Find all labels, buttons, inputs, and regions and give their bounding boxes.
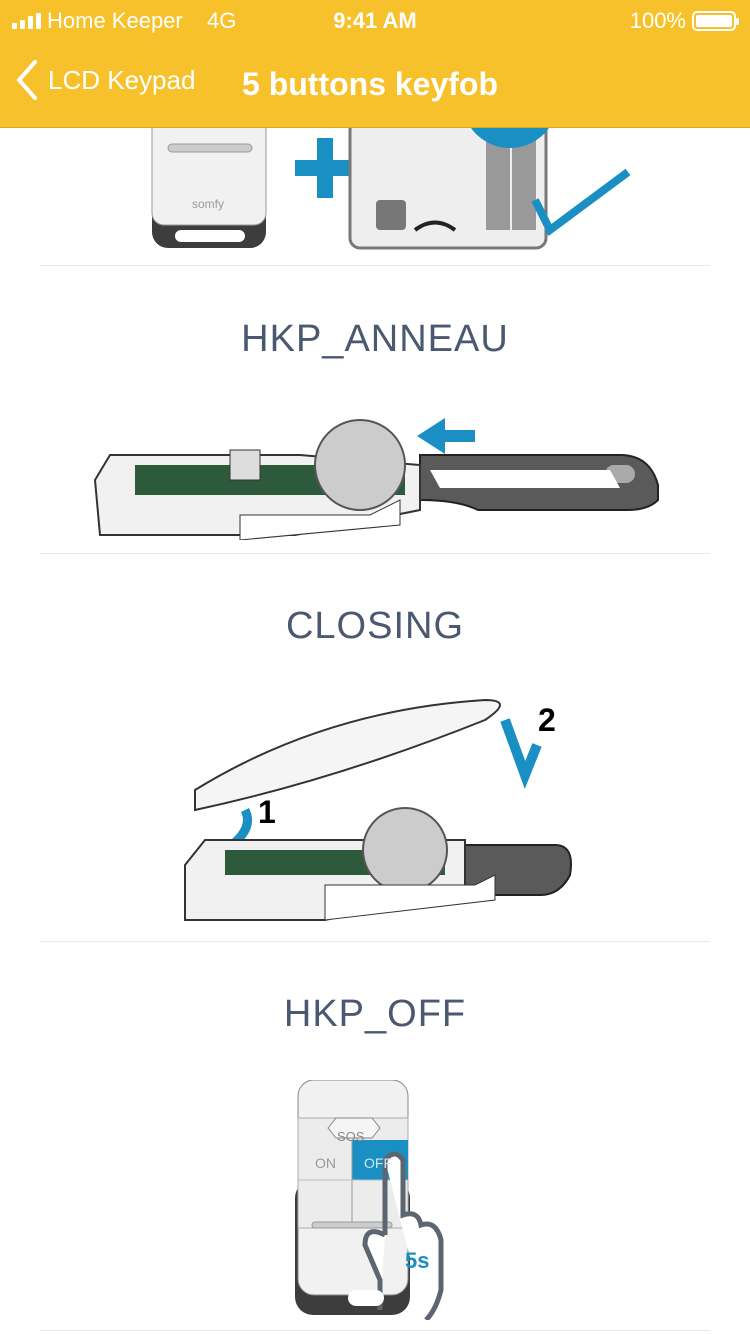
back-button[interactable]: LCD Keypad	[16, 60, 195, 100]
divider	[40, 265, 710, 266]
battery-percent: 100%	[629, 8, 686, 33]
divider	[40, 1330, 710, 1331]
signal-icon	[12, 13, 41, 29]
keyfob-off-illustration	[295, 1080, 444, 1320]
network: 4G	[206, 8, 237, 33]
chevron-left-icon	[16, 60, 37, 100]
off-button-label: OFF	[364, 1155, 392, 1171]
keyfob-plus-hub-illustration: somfy	[151, 100, 631, 250]
hold-time-label: 5s	[405, 1248, 430, 1273]
status-bar: Home Keeper 4G 9:41 AM 100%	[0, 0, 750, 40]
section-title-closing: CLOSING	[285, 605, 465, 647]
svg-text:somfy: somfy	[192, 197, 224, 211]
step-2-label: 2	[538, 702, 556, 738]
step-1-label: 1	[258, 794, 276, 830]
page-title: 5 buttons keyfob	[242, 66, 499, 102]
sos-button-label: SOS	[337, 1129, 365, 1144]
divider	[40, 553, 710, 554]
header: Home Keeper 4G 9:41 AM 100% LCD Keypad 5…	[0, 0, 750, 128]
closing-illustration	[184, 698, 572, 921]
carrier: Home Keeper	[47, 8, 183, 33]
ring-insertion-illustration	[93, 418, 659, 540]
section-title-hkp-off: HKP_OFF	[283, 993, 467, 1035]
battery-icon	[692, 11, 739, 31]
clock: 9:41 AM	[333, 8, 417, 33]
divider	[40, 941, 710, 942]
back-label: LCD Keypad	[48, 64, 196, 95]
nav-bar: LCD Keypad 5 buttons keyfob	[0, 40, 750, 128]
on-button-label: ON	[315, 1155, 336, 1171]
section-title-hkp-anneau: HKP_ANNEAU	[241, 318, 509, 360]
